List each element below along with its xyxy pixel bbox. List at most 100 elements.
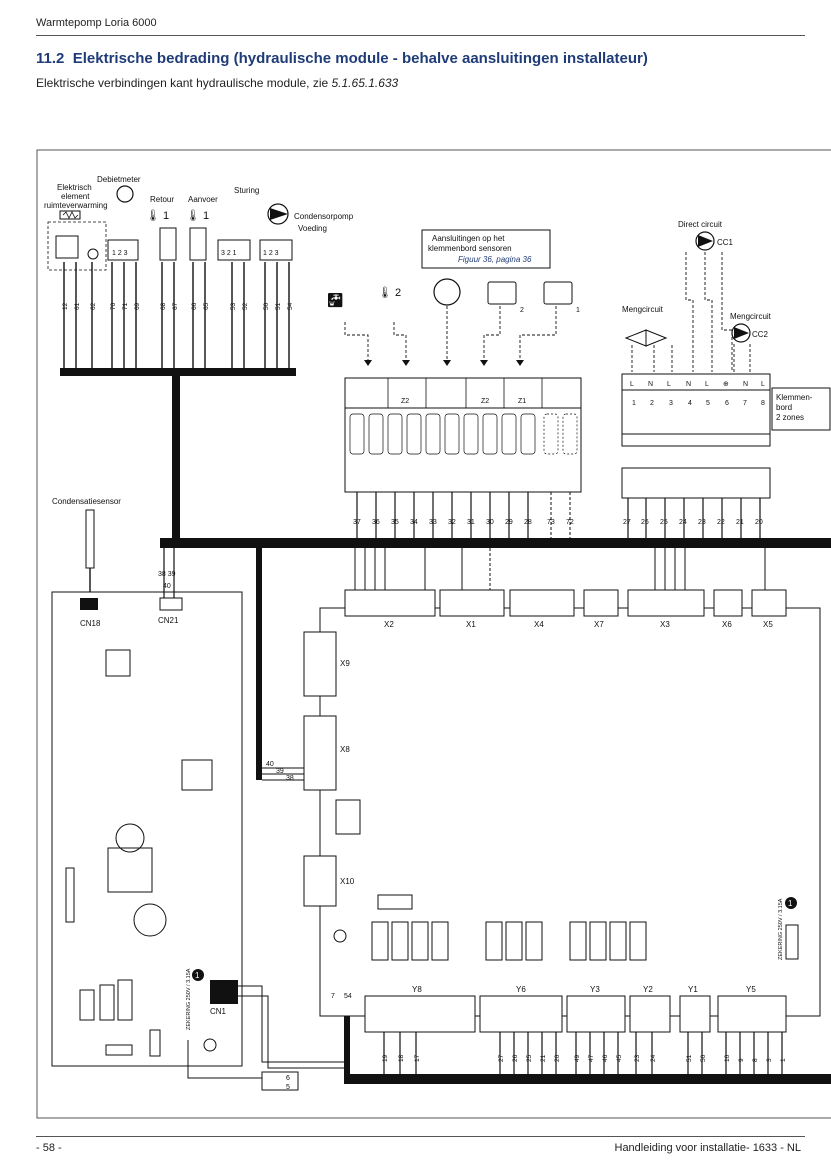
svg-text:2: 2 [650,400,654,407]
cable-bus-top [60,368,296,376]
svg-text:20: 20 [755,519,763,526]
svg-text:38 39: 38 39 [158,571,176,578]
svg-text:20: 20 [554,1054,561,1062]
svg-text:5: 5 [286,1084,290,1091]
svg-text:N: N [648,381,653,388]
label-x1: X1 [466,620,476,629]
svg-text:36: 36 [372,519,380,526]
connector-x1[interactable] [439,589,505,617]
label-x9: X9 [340,659,350,668]
svg-text:24: 24 [650,1054,657,1062]
sensor-terminal-header [344,377,582,409]
svg-text:24: 24 [679,519,687,526]
svg-text:31: 31 [467,519,475,526]
label-ruimteverwarming: ruimteverwarming [44,201,108,210]
svg-text:51: 51 [275,302,282,310]
label-cc2: CC2 [752,330,769,339]
connector-x3[interactable] [627,589,705,617]
svg-text:19: 19 [382,1054,389,1062]
label-voeding: Voeding [298,224,327,233]
svg-text:49: 49 [574,1054,581,1062]
tap-icon: 🚰︎ [326,292,344,308]
svg-text:38: 38 [286,775,294,782]
svg-text:72: 72 [566,519,574,526]
label-x2: X2 [384,620,394,629]
svg-text:71: 71 [122,302,129,310]
svg-text:1: 1 [632,400,636,407]
svg-text:17: 17 [414,1054,421,1062]
label-y1: Y1 [688,985,698,994]
svg-text:6: 6 [725,400,729,407]
connector-x5[interactable] [751,589,787,617]
zone-terminal-numbers: 1 2 3 4 5 6 7 8 [632,400,765,407]
svg-text:29: 29 [505,519,513,526]
earth-icon [87,248,99,260]
svg-text:40: 40 [266,761,274,768]
svg-text:12: 12 [62,302,69,310]
warning-marker-left [192,969,204,981]
svg-text:1: 1 [780,1058,787,1062]
connector-y2[interactable] [629,995,671,1033]
label-x5: X5 [763,620,773,629]
connector-y3[interactable] [566,995,626,1033]
svg-text:L: L [630,381,634,388]
svg-text:61: 61 [74,302,81,310]
svg-text:27: 27 [498,1054,505,1062]
label-x4: X4 [534,620,544,629]
label-z1-block: Z1 [518,398,526,405]
heater-icon [59,210,81,220]
svg-text:54: 54 [344,993,352,1000]
connector-y5[interactable] [717,995,787,1033]
svg-text:33: 33 [429,519,437,526]
svg-text:40: 40 [163,583,171,590]
svg-text:37: 37 [353,519,361,526]
connector-y1[interactable] [679,995,711,1033]
connector-x4[interactable] [509,589,575,617]
top-left-wire-numbers: 12 61 62 70 71 69 68 67 66 65 53 52 50 5… [62,302,294,310]
svg-text:50: 50 [263,302,270,310]
svg-text:67: 67 [172,302,179,310]
label-elektrisch: Elektrisch [57,183,92,192]
connector-x10[interactable] [303,855,337,907]
connector-x8[interactable] [303,715,337,791]
warning-marker-right [785,897,797,909]
footer-rule [36,1136,805,1137]
svg-text:3 2 1: 3 2 1 [221,250,237,257]
svg-text:L: L [761,381,765,388]
cable-bus-bottom [350,1074,831,1084]
label-x6: X6 [722,620,732,629]
supply-sensor-icon: 🌡︎ 1 [186,209,209,222]
label-z2-block: Z2 [481,398,489,405]
svg-text:50: 50 [700,1054,707,1062]
earth-terminal-icon [333,929,347,943]
section-heading: Elektrische bedrading (hydraulische modu… [72,50,648,67]
zone-terminal-block [621,389,771,441]
connector-y6[interactable] [479,995,563,1033]
fuse-label-left: ZEKERING 250V / 3.15A [186,968,192,1030]
svg-text:28: 28 [524,519,532,526]
label-debietmeter: Debietmeter [97,175,141,184]
svg-text:73: 73 [547,519,555,526]
sensor-terminal-block [344,407,582,493]
svg-text:L: L [705,381,709,388]
connector-x6[interactable] [713,589,743,617]
svg-text:46: 46 [602,1054,609,1062]
label-mengcircuit-left: Mengcircuit [622,305,664,314]
flowmeter-icon [116,185,134,203]
zone-wire-numbers: 27 26 25 24 23 22 21 20 [623,519,763,526]
connector-x9[interactable] [303,631,337,697]
thermostat-z2-icon [487,281,517,305]
intro-ref-link[interactable]: 5.1.65.1.633 [331,76,399,90]
label-direct-circuit: Direct circuit [678,220,723,229]
outdoor-sensor-icon [433,278,461,306]
connector-x2[interactable] [344,589,436,617]
svg-text:1 2 3: 1 2 3 [263,250,279,257]
zone-terminal-labels: L N L N L ⊕ N L [630,381,765,388]
svg-text:66: 66 [191,302,198,310]
svg-text:2: 2 [520,307,524,314]
connector-x7[interactable] [583,589,619,617]
label-z2-sensor: Z2 [401,398,409,405]
connector-y8[interactable] [364,995,476,1033]
figure-ref-link[interactable]: Figuur 36, pagina 36 [458,255,532,264]
label-y3: Y3 [590,985,600,994]
